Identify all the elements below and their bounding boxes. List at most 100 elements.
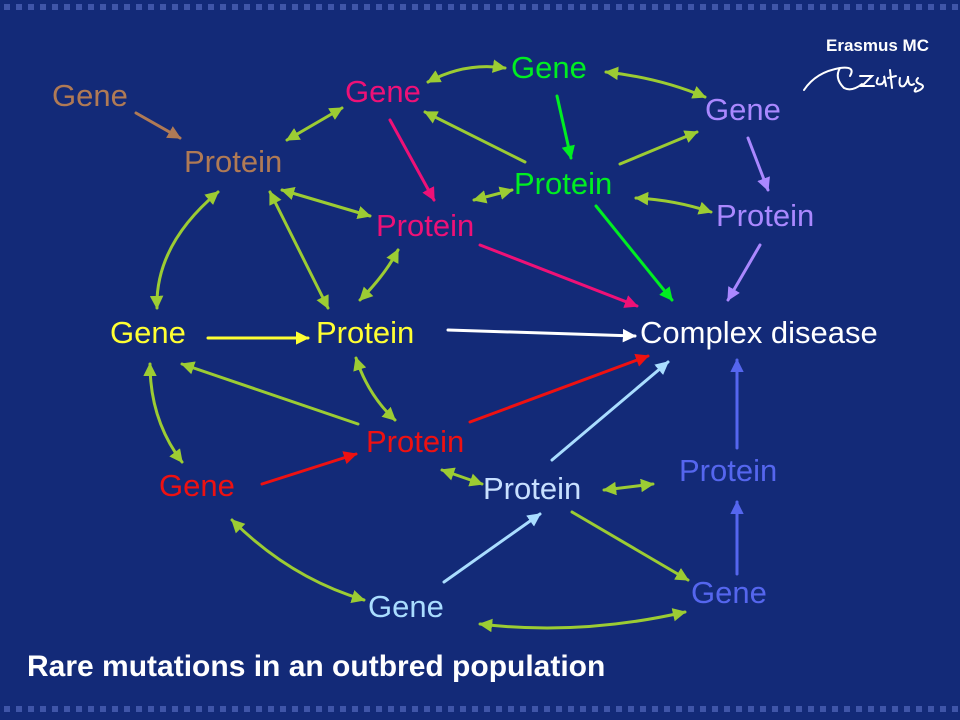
- border-dot: [640, 4, 646, 10]
- border-dot: [76, 706, 82, 712]
- arrow-gene-magenta-to-protein-brown: [285, 106, 344, 142]
- border-dot: [292, 706, 298, 712]
- border-dot: [556, 4, 562, 10]
- border-dot: [544, 706, 550, 712]
- border-dot: [52, 706, 58, 712]
- border-dot: [556, 706, 562, 712]
- border-dot: [448, 706, 454, 712]
- border-dot: [508, 4, 514, 10]
- border-dot: [400, 706, 406, 712]
- border-dot: [304, 706, 310, 712]
- border-dot: [760, 706, 766, 712]
- arrow-protein-magenta-to-complex-disease: [478, 243, 639, 308]
- node-protein-yellow: Protein: [316, 315, 414, 350]
- border-dot: [352, 706, 358, 712]
- border-dot: [64, 4, 70, 10]
- border-dot: [820, 706, 826, 712]
- border-dot: [484, 706, 490, 712]
- border-dot: [232, 4, 238, 10]
- border-dot: [352, 4, 358, 10]
- arrow-gene-lavender-to-protein-lavender: [746, 136, 770, 192]
- arrow-gene-yellow-to-gene-red: [143, 362, 184, 464]
- border-dot: [844, 706, 850, 712]
- border-dot: [532, 706, 538, 712]
- border-dot: [388, 706, 394, 712]
- border-dot: [280, 4, 286, 10]
- arrow-gene-brown-to-protein-brown: [134, 111, 182, 140]
- border-dot: [40, 706, 46, 712]
- border-dot: [568, 4, 574, 10]
- node-protein-blue: Protein: [679, 453, 777, 488]
- border-dot: [904, 4, 910, 10]
- border-dot: [244, 706, 250, 712]
- node-protein-red: Protein: [366, 424, 464, 459]
- node-gene-blue: Gene: [691, 575, 767, 610]
- arrow-protein-red-to-gene-yellow: [180, 361, 360, 426]
- arrow-gene-magenta-to-gene-bright-green: [426, 59, 507, 84]
- node-protein-brown: Protein: [184, 144, 282, 179]
- border-dot: [484, 4, 490, 10]
- arrow-gene-bright-green-to-gene-lavender: [604, 66, 707, 99]
- border-dot: [280, 706, 286, 712]
- border-dot: [712, 706, 718, 712]
- border-dot: [868, 706, 874, 712]
- border-dot: [76, 4, 82, 10]
- border-dot: [928, 706, 934, 712]
- border-dot: [916, 4, 922, 10]
- arrow-protein-bright-green-to-protein-lavender: [634, 191, 713, 215]
- arrow-protein-bright-green-to-gene-magenta: [423, 110, 527, 164]
- border-dot: [760, 4, 766, 10]
- arrow-gene-light-blue-to-protein-light-blue: [442, 512, 542, 584]
- border-dot: [676, 4, 682, 10]
- border-dot: [184, 706, 190, 712]
- border-dot: [820, 4, 826, 10]
- border-dot: [52, 4, 58, 10]
- border-dot: [712, 4, 718, 10]
- node-protein-lavender: Protein: [716, 198, 814, 233]
- border-dot: [376, 4, 382, 10]
- border-dot: [388, 4, 394, 10]
- border-dot: [412, 4, 418, 10]
- bottom-dotted-border: [0, 706, 960, 714]
- border-dot: [88, 4, 94, 10]
- border-dot: [736, 4, 742, 10]
- border-dot: [424, 4, 430, 10]
- arrow-protein-bright-green-to-gene-lavender: [618, 130, 699, 166]
- border-dot: [580, 706, 586, 712]
- border-dot: [448, 4, 454, 10]
- node-gene-lavender: Gene: [705, 92, 781, 127]
- border-dot: [136, 706, 142, 712]
- border-dot: [892, 706, 898, 712]
- border-dot: [196, 706, 202, 712]
- border-dot: [256, 706, 262, 712]
- border-dot: [304, 4, 310, 10]
- border-dot: [652, 706, 658, 712]
- border-dot: [340, 706, 346, 712]
- border-dot: [700, 4, 706, 10]
- border-dot: [664, 4, 670, 10]
- border-dot: [544, 4, 550, 10]
- border-dot: [100, 4, 106, 10]
- node-gene-bright-green: Gene: [511, 50, 587, 85]
- border-dot: [520, 4, 526, 10]
- arrow-protein-brown-to-protein-yellow: [268, 190, 330, 310]
- border-dot: [160, 706, 166, 712]
- erasmus-mc-logo: Erasmus MC: [800, 36, 940, 96]
- border-dot: [784, 4, 790, 10]
- border-dot: [16, 706, 22, 712]
- border-dot: [856, 4, 862, 10]
- arrows: [134, 59, 770, 633]
- border-dot: [196, 4, 202, 10]
- border-dot: [688, 4, 694, 10]
- border-dot: [148, 4, 154, 10]
- border-dot: [328, 4, 334, 10]
- border-dot: [664, 706, 670, 712]
- border-dot: [592, 4, 598, 10]
- border-dot: [796, 4, 802, 10]
- border-dot: [4, 706, 10, 712]
- nodes: GeneProteinGeneProteinGeneProteinGenePro…: [52, 50, 878, 624]
- arrow-protein-brown-to-gene-yellow: [149, 190, 220, 310]
- border-dot: [364, 706, 370, 712]
- border-dot: [832, 4, 838, 10]
